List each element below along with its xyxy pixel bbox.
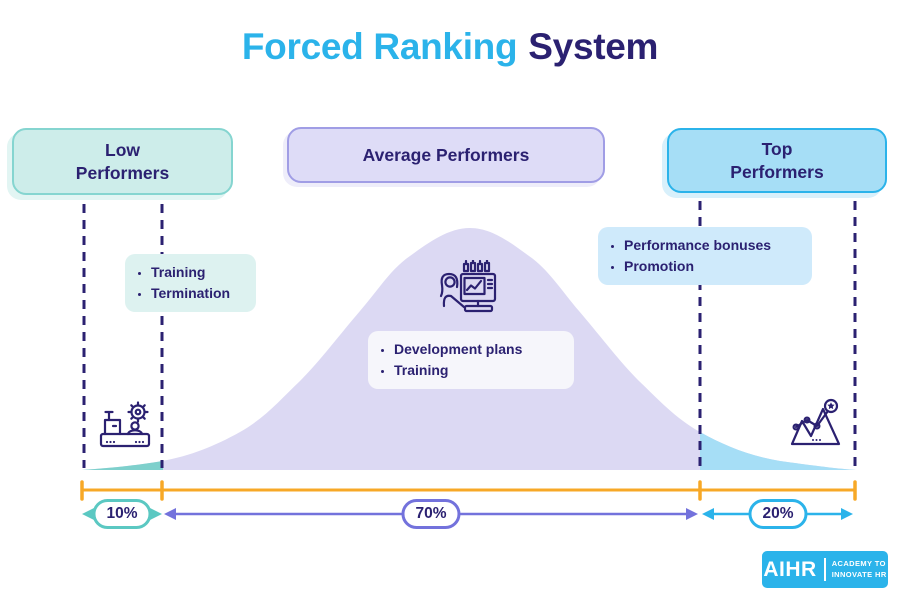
logo-tagline-line1: ACADEMY TO	[831, 559, 886, 569]
action-item: Termination	[151, 283, 244, 304]
low-performers-label-line1: Low	[105, 139, 140, 160]
action-item: Performance bonuses	[624, 235, 800, 256]
average-percent-badge: 70%	[401, 499, 461, 529]
low-performers-actions: Training Termination	[125, 254, 256, 312]
segment-rail	[80, 480, 857, 501]
bell-curve-top-tail	[700, 432, 856, 470]
top-performers-label-line2: Performers	[730, 161, 824, 182]
top-percent-badge: 20%	[748, 499, 808, 529]
low-percent-badge: 10%	[92, 499, 152, 529]
analyst-computer-icon	[437, 260, 499, 316]
action-item: Development plans	[394, 339, 562, 360]
dashed-guides	[82, 201, 857, 468]
top-performers-actions: Performance bonuses Promotion	[598, 227, 812, 285]
low-performers-label-line2: Performers	[75, 162, 170, 183]
top-performers-label-line1: Top	[761, 138, 793, 159]
top-performers-box: Top Performers	[667, 128, 887, 193]
low-performers-box: Low Performers	[12, 128, 233, 195]
average-performers-box: Average Performers	[287, 127, 605, 183]
title-rest: System	[528, 26, 659, 67]
action-item: Training	[151, 262, 244, 283]
aihr-logo-brand: AIHR	[763, 557, 817, 581]
logo-divider	[823, 558, 826, 581]
logo-tagline-line2: INNOVATE HR	[831, 569, 887, 579]
growth-mountain-icon	[787, 394, 845, 448]
aihr-logo: AIHR ACADEMY TO INNOVATE HR	[762, 551, 888, 588]
action-item: Promotion	[624, 256, 800, 277]
factory-machine-icon	[95, 399, 155, 453]
action-item: Training	[394, 360, 562, 381]
title-highlight: Forced Ranking	[241, 26, 518, 67]
bell-curve-low-tail	[82, 460, 163, 470]
average-performers-actions: Development plans Training	[368, 331, 574, 389]
average-performers-label: Average Performers	[362, 144, 530, 165]
